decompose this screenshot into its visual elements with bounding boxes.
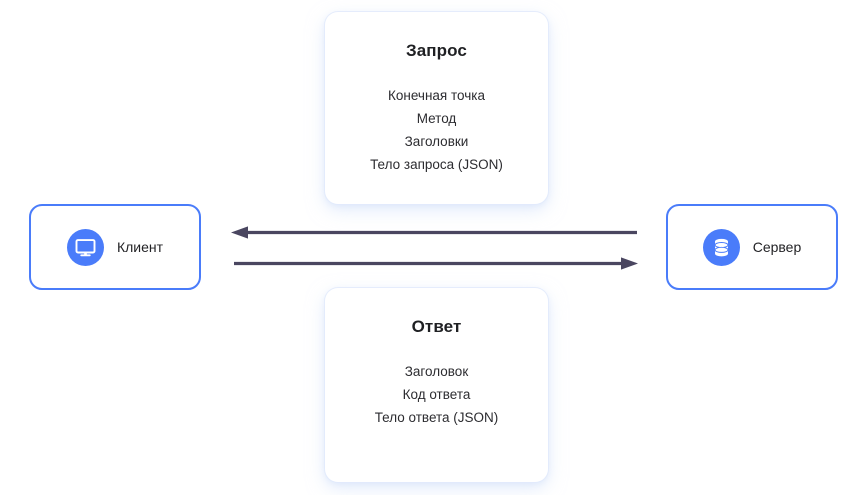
response-detail-list: Заголовок Код ответа Тело ответа (JSON) [325, 360, 548, 429]
client-node: Клиент [29, 204, 201, 290]
list-item: Конечная точка [388, 88, 485, 103]
client-label: Клиент [116, 239, 164, 255]
list-item: Метод [416, 111, 457, 126]
request-card: Запрос Конечная точка Метод Заголовки Те… [325, 12, 548, 204]
request-card-title: Запрос [406, 41, 467, 60]
arrow-server-to-client [231, 226, 637, 239]
database-icon [702, 228, 740, 266]
request-detail-list: Конечная точка Метод Заголовки Тело запр… [325, 84, 548, 176]
monitor-icon [66, 228, 104, 266]
list-item: Заголовки [404, 134, 469, 149]
list-item: Тело запроса (JSON) [370, 157, 503, 172]
arrow-client-to-server [234, 257, 638, 270]
response-card: Ответ Заголовок Код ответа Тело ответа (… [325, 288, 548, 482]
list-item: Тело ответа (JSON) [374, 410, 499, 425]
server-node: Сервер [666, 204, 838, 290]
list-item: Код ответа [402, 387, 471, 402]
server-label: Сервер [752, 239, 802, 255]
response-card-title: Ответ [411, 317, 462, 336]
list-item: Заголовок [404, 364, 469, 379]
